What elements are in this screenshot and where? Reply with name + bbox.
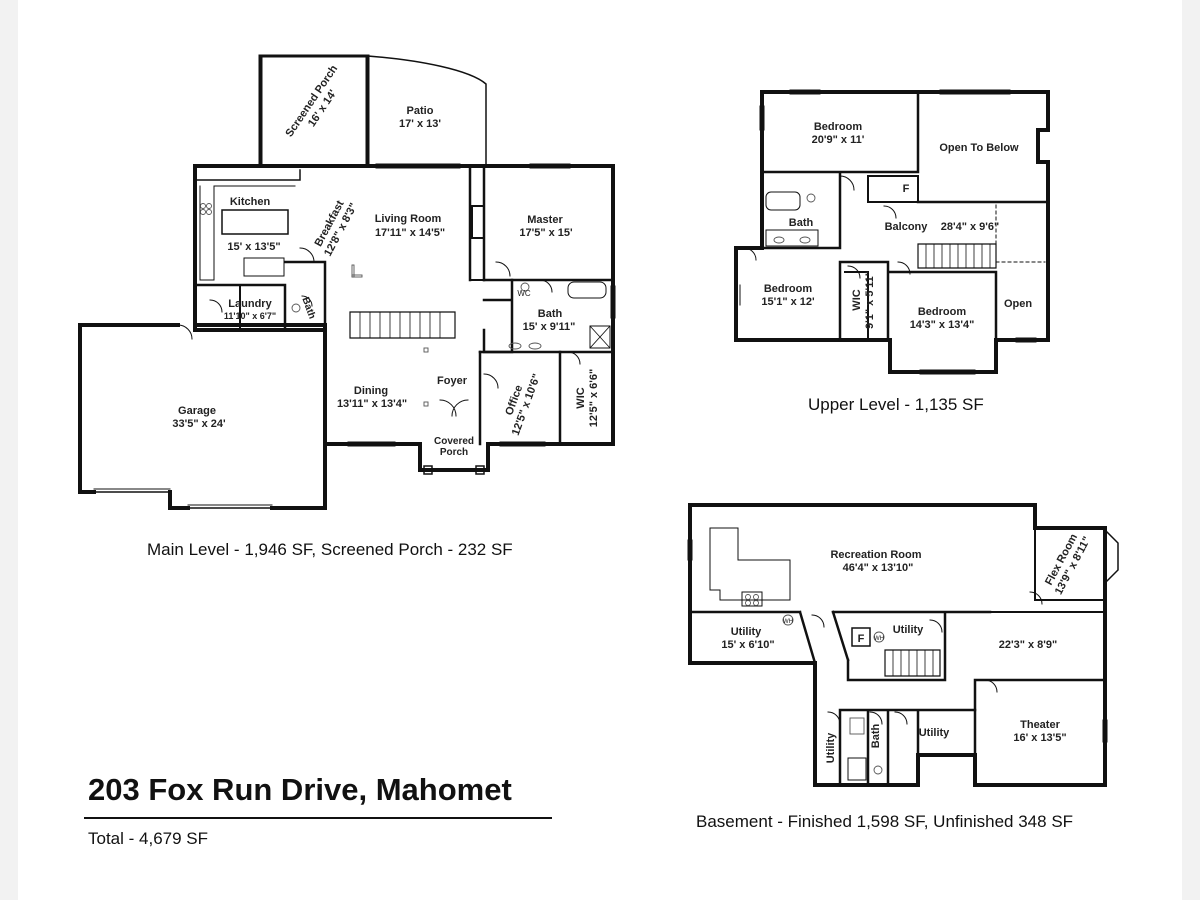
kitchen-name: Kitchen: [230, 196, 271, 208]
foyer-name: Foyer: [437, 375, 468, 387]
half-bath-name: Bath: [299, 296, 317, 321]
wc-label: WC: [517, 289, 531, 298]
garage-name: Garage: [178, 405, 216, 417]
patio-dim: 17' x 13': [399, 118, 441, 130]
upper-level-fixtures: [773, 193, 816, 244]
garage-dim: 33'5" x 24': [172, 418, 226, 430]
upper-furnace-label: F: [903, 183, 910, 195]
upper-level-labels: Bedroom 20'9" x 11' Open To Below F Bath…: [761, 121, 1032, 331]
living-room-name: Living Room: [375, 213, 442, 225]
upper-bedroom1-name: Bedroom: [814, 121, 863, 133]
total-area: Total - 4,679 SF: [88, 829, 209, 848]
utility1-name: Utility: [731, 626, 762, 638]
open-to-below-label: Open To Below: [939, 142, 1019, 154]
main-level-plan: [78, 54, 616, 510]
laundry-name: Laundry: [228, 298, 272, 310]
basement-furnace-label: F: [858, 633, 865, 645]
upper-open-label: Open: [1004, 298, 1032, 310]
basement-bath-name: Bath: [870, 724, 882, 749]
recreation-room-dim: 46'4" x 13'10": [843, 562, 914, 574]
property-address: 203 Fox Run Drive, Mahomet: [88, 772, 512, 807]
basement-caption: Basement - Finished 1,598 SF, Unfinished…: [696, 812, 1074, 831]
master-dim: 17'5" x 15': [519, 227, 573, 239]
upper-wic-name: WIC: [851, 289, 863, 310]
bath-name: Bath: [538, 308, 563, 320]
water-heater-label: WH: [874, 636, 884, 642]
basement-labels: Recreation Room 46'4" x 13'10" Flex Room…: [721, 532, 1093, 763]
wic-name: WIC: [575, 387, 587, 408]
dining-name: Dining: [354, 385, 388, 397]
wic-dim: 12'5" x 6'6": [588, 369, 600, 427]
theater-name: Theater: [1020, 719, 1060, 731]
upper-bedroom1-dim: 20'9" x 11': [812, 134, 865, 146]
upper-bedroom3-dim: 14'3" x 13'4": [910, 319, 975, 331]
utility4-name: Utility: [919, 727, 950, 739]
upper-bedroom2-name: Bedroom: [764, 283, 813, 295]
title-divider: [84, 817, 552, 819]
main-level-labels: Screened Porch 16' x 14' Patio 17' x 13'…: [172, 63, 600, 458]
utility1-dim: 15' x 6'10": [721, 639, 774, 651]
upper-bedroom2-dim: 15'1" x 12': [761, 296, 815, 308]
master-name: Master: [527, 214, 563, 226]
patio-name: Patio: [407, 105, 434, 117]
bath-dim: 15' x 9'11": [523, 321, 576, 333]
laundry-dim: 11'10" x 6'7": [224, 311, 276, 321]
basement-plan: [687, 503, 1119, 787]
utility2-name: Utility: [893, 624, 924, 636]
balcony-name: Balcony: [885, 221, 929, 233]
upper-level-caption: Upper Level - 1,135 SF: [808, 395, 984, 414]
main-level-caption: Main Level - 1,946 SF, Screened Porch - …: [147, 540, 513, 559]
upper-bath-name: Bath: [789, 217, 814, 229]
water-heater2-label: WH: [783, 619, 793, 625]
living-room-dim: 17'11" x 14'5": [375, 227, 445, 239]
floor-plan-sheet: [18, 0, 1182, 900]
theater-dim: 16' x 13'5": [1013, 732, 1066, 744]
upper-bedroom3-name: Bedroom: [918, 306, 967, 318]
balcony-dim: 28'4" x 9'6": [941, 221, 999, 233]
basement-fixtures: [745, 594, 885, 775]
covered-porch-line2: Porch: [440, 447, 468, 458]
covered-porch-line1: Covered: [434, 436, 474, 447]
kitchen-dim: 15' x 13'5": [227, 241, 280, 253]
utility3-name: Utility: [825, 732, 837, 763]
upper-level-plan: [734, 89, 1050, 375]
main-level-fixtures: [200, 203, 542, 407]
dining-dim: 13'11" x 13'4": [337, 398, 407, 410]
recreation-room-name: Recreation Room: [830, 549, 921, 561]
upper-wic-dim: 9'1" x 5'11": [864, 271, 876, 329]
basement-room-dim: 22'3" x 8'9": [999, 639, 1057, 651]
